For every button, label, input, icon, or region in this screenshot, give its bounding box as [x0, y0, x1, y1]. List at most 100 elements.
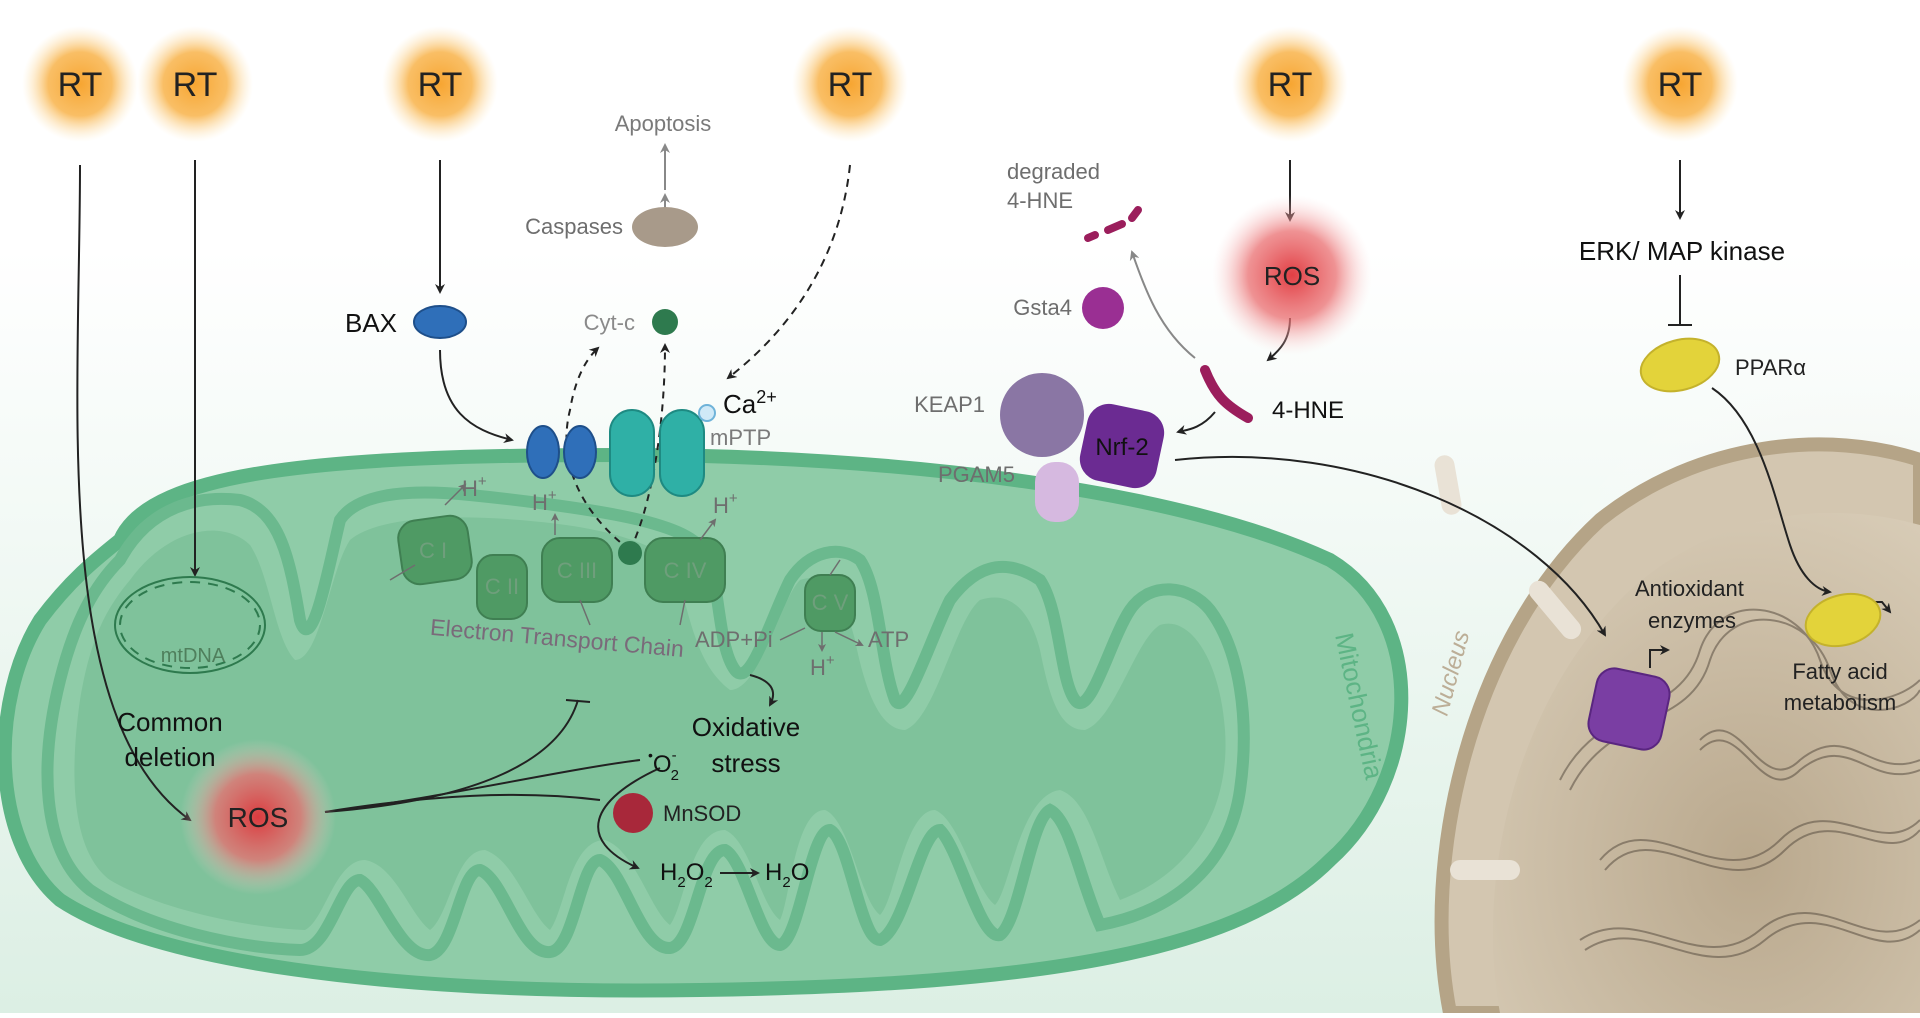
cytochrome-c-membrane — [618, 541, 642, 565]
arrow-hne-to-nrf2 — [1176, 411, 1216, 435]
oxidative-stress-line2: stress — [711, 748, 780, 778]
nucleus — [1434, 437, 1920, 1018]
fatty-acid-line1: Fatty acid — [1792, 659, 1887, 684]
caspases-shape — [632, 207, 698, 247]
ros-glow-mito — [180, 739, 336, 895]
etc-complexes — [389, 483, 864, 652]
common-deletion-line1: Common — [117, 707, 222, 737]
degraded-hne-line1: degraded — [1007, 159, 1100, 184]
complex-ii-label: C II — [485, 574, 519, 599]
rt-glow — [22, 26, 138, 142]
cytoplasm-molecules — [413, 206, 1882, 833]
bax-protein — [413, 305, 467, 339]
complex-ii — [476, 554, 528, 620]
arrow-cytc-release-up — [629, 343, 670, 551]
rt-glow — [792, 26, 908, 142]
mptp-label: mPTP — [710, 425, 771, 450]
connectors — [76, 160, 1892, 878]
mptp-left — [609, 409, 655, 497]
ros-to-mnsod-line — [324, 793, 601, 813]
nrf2-shape — [1079, 403, 1165, 489]
gsta4-label: Gsta4 — [1013, 295, 1072, 320]
rt-label: RT — [828, 66, 873, 104]
h2o-label: H2O — [765, 859, 809, 891]
pgam5-label: PGAM5 — [938, 462, 1015, 487]
rt-glow — [137, 26, 253, 142]
oxidative-stress-line1: Oxidative — [692, 712, 800, 742]
hne-shape — [1200, 365, 1253, 423]
proton-label-1: H+ — [462, 473, 487, 501]
antioxidant-line1: Antioxidant — [1635, 576, 1744, 601]
arrow-ppara-to-nucleus — [1711, 387, 1832, 596]
ppara-shape — [1639, 337, 1721, 393]
adp-pi-label: ADP+Pi — [695, 627, 773, 652]
hne-label: 4-HNE — [1272, 397, 1344, 424]
arrow-superoxide-to-h2o2 — [597, 767, 661, 870]
rt-glow — [382, 26, 498, 142]
h2o2-label: H2O2 — [660, 859, 713, 891]
bax-pore-left — [526, 425, 560, 479]
arrow-hne-degraded — [1129, 250, 1196, 359]
rt-label: RT — [58, 66, 103, 104]
rt-label: RT — [418, 66, 463, 104]
arrow-cytc-release-left — [565, 346, 631, 551]
degraded-hne-line2: 4-HNE — [1007, 188, 1073, 213]
bax-label: BAX — [345, 308, 397, 338]
bax-pore-right — [563, 425, 597, 479]
calcium-label: Ca2+ — [723, 387, 777, 419]
rt-label: RT — [1658, 66, 1703, 104]
mnsod-shape — [613, 793, 653, 833]
dashed-connectors — [565, 343, 670, 551]
fatty-acid-line2: metabolism — [1784, 690, 1896, 715]
mitochondrion-matrix — [74, 517, 1226, 930]
complex-iv-label: C IV — [664, 558, 707, 583]
degraded-hne-shape — [1084, 206, 1142, 242]
proton-label-2: H+ — [532, 487, 557, 515]
ros-label-cyto: ROS — [1264, 261, 1320, 291]
mtdna-circle — [114, 576, 266, 674]
inhibit-ros-to-etc — [324, 699, 579, 813]
inhibit-bar-etc — [565, 699, 591, 703]
superoxide-label: •O-2 — [648, 747, 679, 784]
arrow-rt-to-calcium — [726, 164, 851, 380]
complex-iii — [541, 537, 613, 603]
arrow-rt-to-ros — [76, 164, 192, 822]
ros-glow-cyto — [1212, 195, 1372, 355]
rt-glow — [1232, 26, 1348, 142]
proton-arrows — [389, 483, 864, 652]
mnsod-label: MnSOD — [663, 801, 741, 826]
nuclear-pore — [1528, 580, 1582, 640]
keap1-shape — [1000, 373, 1084, 457]
mptp-right — [659, 409, 705, 497]
complex-i — [397, 514, 473, 586]
proton-label-3: H+ — [713, 490, 738, 518]
mitochondrion — [0, 447, 1409, 998]
ros-label-mito: ROS — [228, 802, 289, 833]
rt-label: RT — [1268, 66, 1313, 104]
keap1-label: KEAP1 — [914, 392, 985, 417]
membrane-proteins — [526, 404, 716, 497]
pgam5-shape — [1035, 462, 1079, 522]
arrow-nrf2-to-nucleus — [1174, 456, 1606, 637]
complex-v-label: C V — [812, 590, 849, 615]
cytc-label: Cyt-c — [584, 310, 635, 335]
ppara-label: PPARα — [1735, 355, 1806, 380]
cytochrome-c — [652, 309, 678, 335]
antioxidant-line2: enzymes — [1648, 608, 1736, 633]
calcium-ion — [698, 404, 716, 422]
arrow-bax-to-membrane — [439, 349, 514, 444]
nuclear-pore — [1450, 860, 1520, 880]
erk-label: ERK/ MAP kinase — [1579, 236, 1785, 266]
common-deletion-line2: deletion — [124, 742, 215, 772]
arrow-etc-to-stress — [749, 674, 779, 707]
atp-label: ATP — [868, 627, 909, 652]
proton-label-4: H+ — [810, 652, 835, 680]
rt-glow — [1622, 26, 1738, 142]
antioxidant-promoter-arrow — [1649, 645, 1670, 668]
rt-label: RT — [173, 66, 218, 104]
nrf2-nuclear-shape — [1587, 667, 1671, 751]
complex-i-label: C I — [419, 538, 447, 563]
ppara-nuclear-shape — [1804, 592, 1882, 648]
